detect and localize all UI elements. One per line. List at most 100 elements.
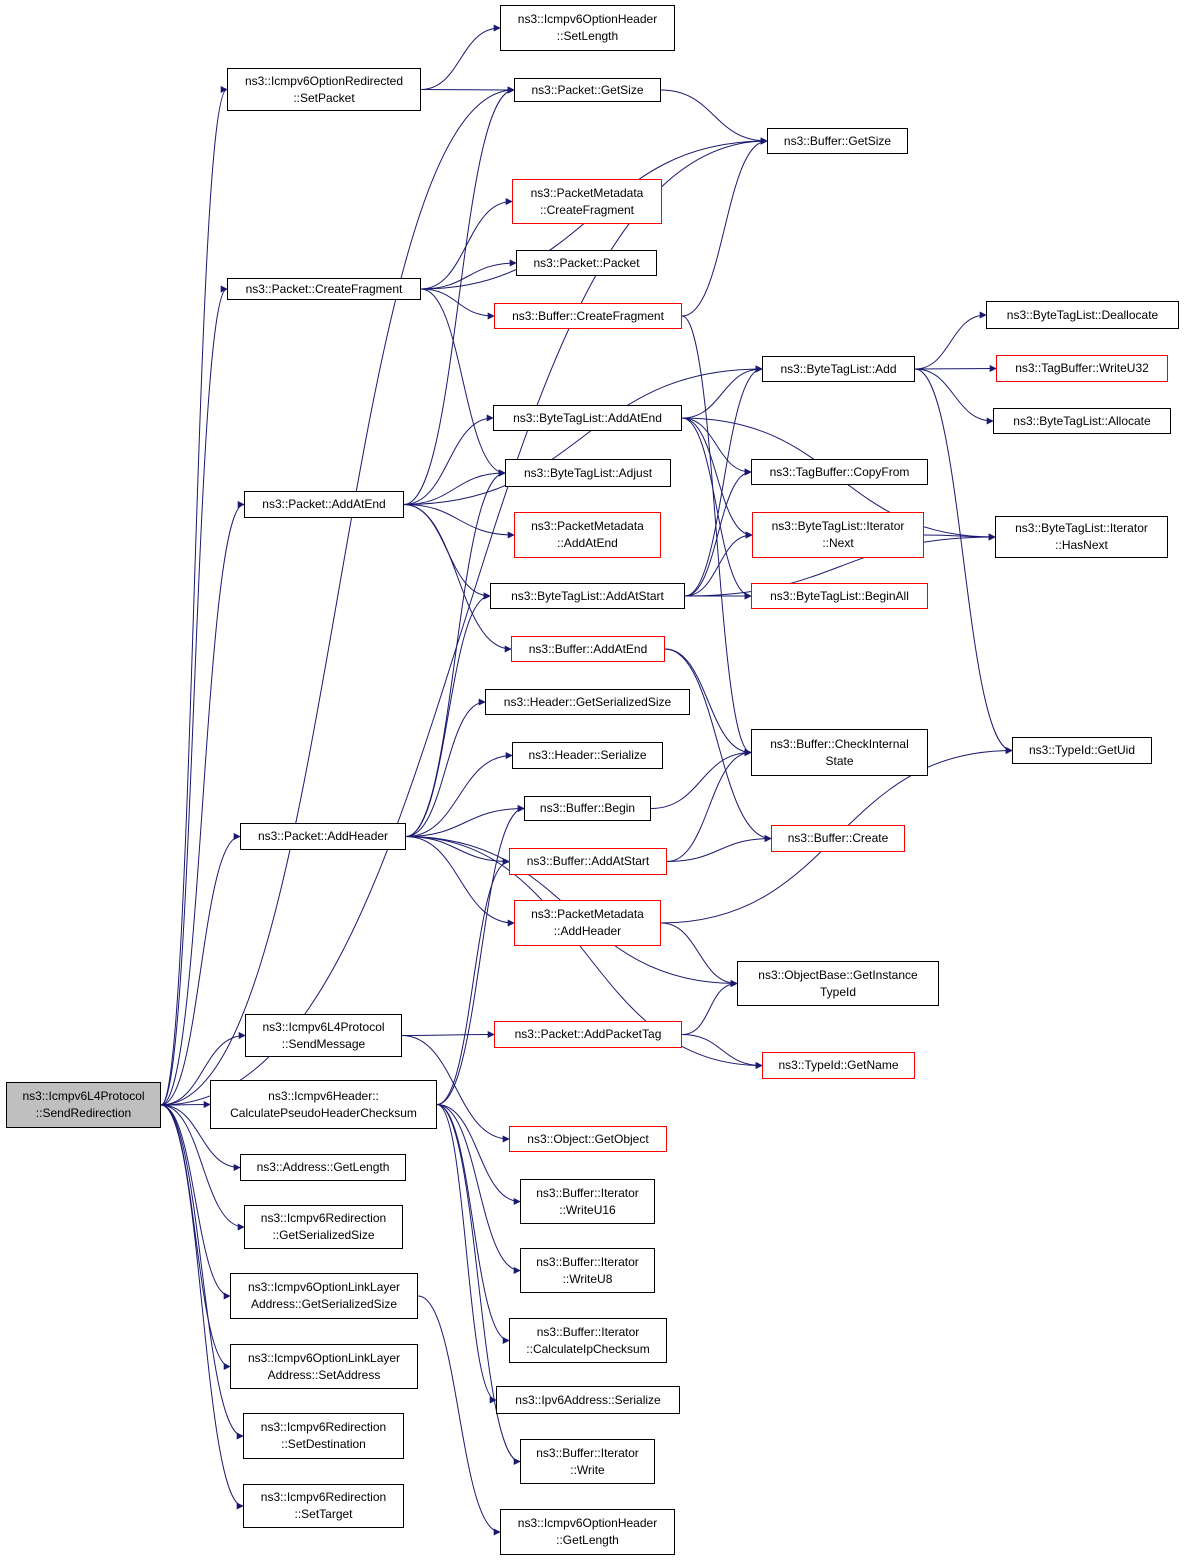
node-redirection-setdestination[interactable]: ns3::Icmpv6Redirection::SetDestination [243,1413,404,1459]
node-label-line: ::WriteU16 [559,1202,616,1217]
edge-packet-addheader-to-header-serialize [405,752,513,837]
node-buffer-createfragment[interactable]: ns3::Buffer::CreateFragment [494,303,682,329]
node-iter-write[interactable]: ns3::Buffer::Iterator::Write [520,1439,655,1484]
node-label-line: ::HasNext [1055,538,1108,552]
node-buffer-create[interactable]: ns3::Buffer::Create [771,825,905,852]
node-object-getobject[interactable]: ns3::Object::GetObject [509,1126,667,1152]
node-label-line: ns3::Buffer::CheckInternal [770,736,909,751]
node-metadata-addheader[interactable]: ns3::PacketMetadata::AddHeader [514,900,661,946]
node-bytetaglist-addatend[interactable]: ns3::ByteTagList::AddAtEnd [493,405,682,431]
edge-l4-sendmessage-to-object-getobject [401,1035,510,1143]
node-label-line: ns3::Packet::Packet [533,255,640,270]
node-header-serialize[interactable]: ns3::Header::Serialize [512,742,663,769]
node-redirected-setpacket[interactable]: ns3::Icmpv6OptionRedirected::SetPacket [227,68,421,111]
edge-packet-addpackettag-to-objectbase-getinstancetypeid [681,980,738,1035]
edge-buffer-createfragment-to-buffer-checkinternalstate [681,315,752,756]
node-metadata-createfragment[interactable]: ns3::PacketMetadata::CreateFragment [512,179,662,224]
edge-bytetaglist-addatstart-to-bytetaglist-add [684,365,763,597]
node-address-getlength[interactable]: ns3::Address::GetLength [240,1154,406,1181]
node-label-line: ns3::ByteTagList::Deallocate [1006,307,1159,322]
edge-bytetaglist-add-to-tagbuffer-writeu32 [914,365,997,373]
node-typeid-getuid[interactable]: ns3::TypeId::GetUid [1012,737,1152,764]
edge-buffer-addatstart-to-buffer-checkinternalstate [666,749,752,862]
node-buffer-addatstart[interactable]: ns3::Buffer::AddAtStart [509,848,667,875]
edge-metadata-addheader-to-objectbase-getinstancetypeid [660,922,738,987]
edge-packet-addatend-to-bytetaglist-addatend [403,414,494,505]
node-bytetaglist-addatstart[interactable]: ns3::ByteTagList::AddAtStart [490,583,685,609]
node-header-getserializedsize[interactable]: ns3::Header::GetSerializedSize [485,689,690,715]
node-label-line: ns3::PacketMetadata [531,519,644,533]
node-ipv6-serialize[interactable]: ns3::Ipv6Address::Serialize [496,1386,680,1414]
node-packet-createfragment[interactable]: ns3::Packet::CreateFragment [227,278,421,300]
node-bytetaglist-beginall[interactable]: ns3::ByteTagList::BeginAll [751,583,928,609]
edge-packet-addheader-to-bytetaglist-adjust [405,469,506,837]
node-iterator-hasnext[interactable]: ns3::ByteTagList::Iterator::HasNext [995,516,1168,558]
node-packet-addatend[interactable]: ns3::Packet::AddAtEnd [244,491,404,518]
node-label-line: ns3::Icmpv6Redirection [260,1211,387,1225]
node-iter-writeu8[interactable]: ns3::Buffer::Iterator::WriteU8 [520,1248,655,1293]
node-label-line: CalculatePseudoHeaderChecksum [230,1105,417,1120]
edge-iterator-next-to-iterator-hasnext [923,533,996,541]
node-typeid-getname[interactable]: ns3::TypeId::GetName [762,1052,915,1079]
edge-buffer-createfragment-to-buffer-getsize [681,137,768,317]
edge-packet-addheader-to-buffer-addatstart [405,836,510,865]
node-label-line: ns3::Header::Serialize [528,748,647,762]
node-bytetaglist-add[interactable]: ns3::ByteTagList::Add [762,356,915,382]
edge-header-pseudochecksum-to-buffer-addatstart [436,858,510,1105]
edge-packet-createfragment-to-packet-packet [420,259,517,290]
node-label-line: State [825,753,854,768]
node-iter-calcipchecksum[interactable]: ns3::Buffer::Iterator::CalculateIpChecks… [509,1318,667,1363]
node-optionheader-getlength[interactable]: ns3::Icmpv6OptionHeader::GetLength [500,1509,675,1555]
node-root[interactable]: ns3::Icmpv6L4Protocol::SendRedirection [6,1082,161,1128]
node-bytetaglist-adjust[interactable]: ns3::ByteTagList::Adjust [505,459,671,487]
edge-bytetaglist-addatend-to-bytetaglist-add [681,365,763,419]
node-label-line: ns3::Icmpv6L4Protocol [262,1019,385,1034]
node-l4-sendmessage[interactable]: ns3::Icmpv6L4Protocol::SendMessage [245,1014,402,1057]
node-label-line: ns3::TypeId::GetUid [1028,743,1136,757]
edge-packet-addheader-to-header-getserializedsize [405,698,486,837]
edge-packet-addatend-to-packet-getsize [403,86,515,505]
node-iter-writeu16[interactable]: ns3::Buffer::Iterator::WriteU16 [520,1179,655,1224]
edge-linklayer-getserializedsize-to-optionheader-getlength [417,1295,501,1536]
node-label-line: ns3::Address::GetLength [256,1160,390,1174]
node-label-line: ns3::Packet::GetSize [531,82,644,97]
edge-packet-createfragment-to-bytetaglist-adjust [420,288,506,477]
node-label-line: ns3::Buffer::AddAtStart [526,854,650,868]
node-bytetaglist-deallocate[interactable]: ns3::ByteTagList::Deallocate [986,301,1179,329]
node-header-pseudochecksum[interactable]: ns3::Icmpv6Header::CalculatePseudoHeader… [210,1080,437,1129]
node-label-line: ::SendRedirection [35,1106,132,1120]
node-packet-addheader[interactable]: ns3::Packet::AddHeader [240,823,406,850]
node-tagbuffer-writeu32[interactable]: ns3::TagBuffer::WriteU32 [996,355,1168,382]
node-label-line: ns3::Object::GetObject [527,1131,649,1146]
node-redirection-settarget[interactable]: ns3::Icmpv6Redirection::SetTarget [243,1484,404,1528]
node-optionheader-setlength[interactable]: ns3::Icmpv6OptionHeader::SetLength [500,5,675,51]
node-label-line: ns3::TagBuffer::CopyFrom [769,464,910,479]
edge-redirected-setpacket-to-optionheader-setlength [420,24,501,90]
node-label-line: ns3::PacketMetadata [531,907,644,921]
node-buffer-begin[interactable]: ns3::Buffer::Begin [524,796,651,821]
node-iterator-next[interactable]: ns3::ByteTagList::Iterator::Next [752,512,924,558]
node-tagbuffer-copyfrom[interactable]: ns3::TagBuffer::CopyFrom [751,459,928,485]
node-packet-packet[interactable]: ns3::Packet::Packet [516,250,657,276]
node-packet-getsize[interactable]: ns3::Packet::GetSize [514,78,661,102]
node-label-line: ::CreateFragment [539,202,635,217]
node-label-line: ns3::Buffer::Iterator [536,1445,639,1460]
edge-root-to-l4-sendmessage [160,1032,246,1106]
edge-bytetaglist-addatstart-to-iterator-next [684,531,753,597]
edge-root-to-redirection-settarget [160,1104,244,1510]
edge-root-to-packet-addheader [160,833,241,1106]
node-label-line: ::SetLength [556,29,619,43]
node-packet-addpackettag[interactable]: ns3::Packet::AddPacketTag [494,1021,682,1048]
node-label-line: ns3::Buffer::CreateFragment [512,308,664,323]
node-label-line: ::GetSerializedSize [272,1228,375,1242]
node-bytetaglist-allocate[interactable]: ns3::ByteTagList::Allocate [993,408,1171,434]
node-metadata-addatend[interactable]: ns3::PacketMetadata::AddAtEnd [514,512,661,558]
node-buffer-addatend[interactable]: ns3::Buffer::AddAtEnd [511,636,665,662]
edge-l4-sendmessage-to-packet-addpackettag [401,1031,495,1039]
node-redirection-getserializedsize[interactable]: ns3::Icmpv6Redirection::GetSerializedSiz… [244,1205,403,1249]
node-buffer-getsize[interactable]: ns3::Buffer::GetSize [767,128,908,154]
